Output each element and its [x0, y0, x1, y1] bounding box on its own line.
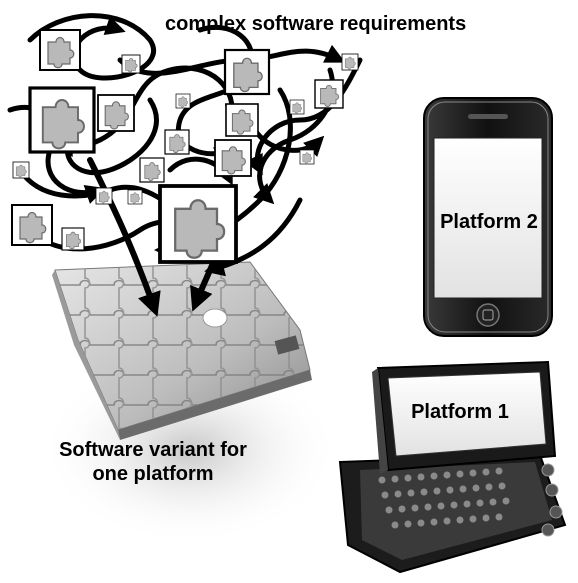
puzzle-piece-icon [223, 48, 271, 96]
puzzle-piece-icon [61, 227, 85, 251]
software-variant-label: Software variant for one platform [28, 438, 278, 486]
puzzle-piece-icon [28, 86, 96, 154]
puzzle-piece-icon [12, 161, 30, 179]
puzzle-piece-icon [341, 53, 359, 71]
puzzle-piece-icon [121, 54, 141, 74]
platform-1-label: Platform 1 [411, 401, 509, 423]
puzzle-piece-icon [314, 79, 344, 109]
requirements-label: complex software requirements [165, 13, 467, 35]
puzzle-piece-icon [164, 129, 190, 155]
puzzle-piece-icon [39, 29, 81, 71]
puzzle-piece-icon [11, 204, 53, 246]
slider-phone-icon [338, 360, 567, 574]
puzzle-piece-icon [127, 189, 143, 205]
software-variant-label-line1: Software variant for [59, 439, 247, 461]
puzzle-board [52, 261, 312, 440]
smartphone-icon [423, 97, 553, 337]
puzzle-piece-icon [214, 139, 252, 177]
puzzle-piece-icon [289, 99, 305, 115]
platform-2-label: Platform 2 [440, 211, 538, 233]
puzzle-piece-icon [139, 157, 165, 183]
puzzle-piece-icon [95, 187, 113, 205]
puzzle-piece-icon [299, 149, 315, 165]
puzzle-piece-icon [97, 94, 135, 132]
puzzle-piece-icon [158, 184, 238, 264]
puzzle-piece-icon [225, 103, 259, 137]
software-variant-label-line2: one platform [92, 463, 214, 485]
puzzle-piece-icon [175, 93, 191, 109]
